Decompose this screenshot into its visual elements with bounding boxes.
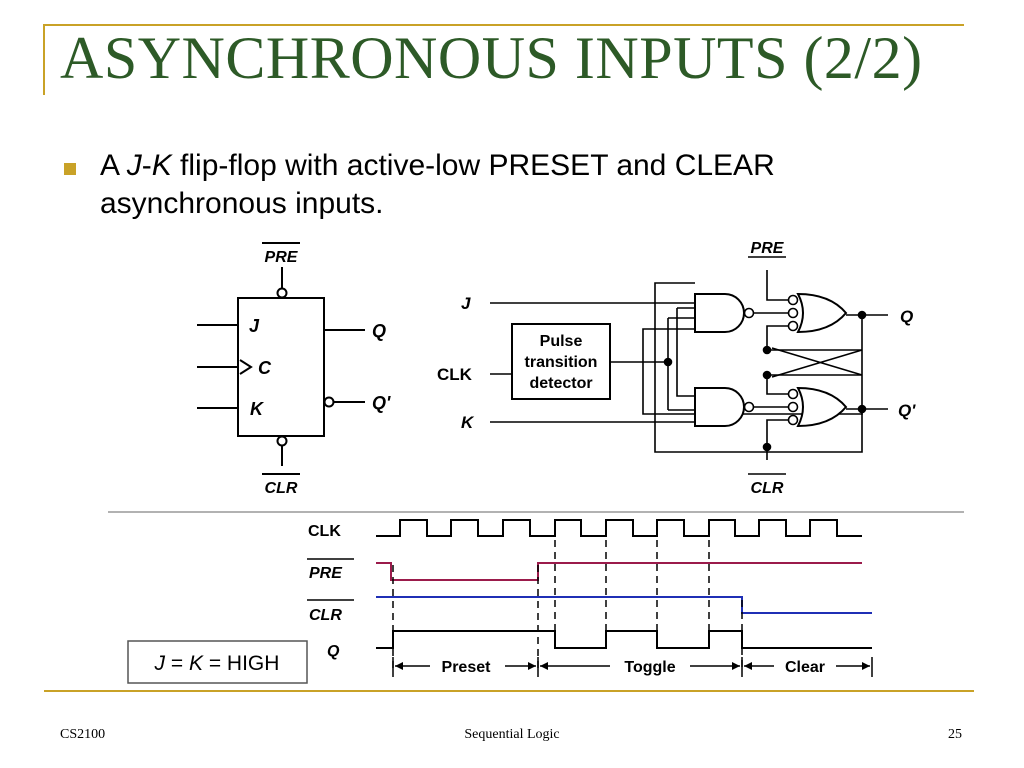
- circuit-q-label: Q: [900, 307, 913, 326]
- jk-circuit-labels: PRE CLR J CLK K Q Q' Pulse transition de…: [437, 240, 916, 497]
- toggle-interval-label: Toggle: [624, 659, 675, 676]
- timing-q-label: Q: [327, 643, 340, 660]
- pulse-line-3: detector: [529, 375, 592, 392]
- timing-guides: [392, 540, 743, 672]
- bullet-text: A J-K flip-flop with active-low PRESET a…: [100, 149, 775, 220]
- qbar-bubble: [323, 396, 335, 408]
- bottom-nand-gate: [694, 387, 745, 427]
- circuit-qbar-label: Q': [898, 401, 916, 420]
- bullet-marker: [64, 163, 76, 175]
- circuit-clr-label: CLR: [751, 480, 784, 497]
- circuit-pre-label: PRE: [751, 240, 785, 257]
- symbol-qbar-label: Q': [372, 393, 391, 413]
- timing-labels: CLK PRE CLR Q: [308, 523, 343, 660]
- preset-interval-label: Preset: [442, 659, 492, 676]
- symbol-j-label: J: [249, 316, 260, 336]
- jk-flipflop-labels: PRE CLR J C K Q Q': [249, 249, 391, 497]
- footer-topic: Sequential Logic: [464, 727, 560, 742]
- q-waveform: [376, 630, 872, 649]
- circuit-k-label: K: [461, 413, 475, 432]
- pre-bubble: [276, 287, 288, 299]
- clr-bubble: [276, 435, 288, 447]
- page-title: ASYNCHRONOUS INPUTS (2/2): [60, 25, 923, 91]
- condition-text: J = K = HIGH: [154, 652, 280, 675]
- jk-circuit: [490, 256, 888, 475]
- footer-page-number: 25: [948, 727, 962, 742]
- pulse-line-2: transition: [525, 354, 598, 371]
- qbar-feedback-wire: [654, 282, 863, 453]
- jk-flipflop-symbol: [197, 242, 365, 475]
- timing-pre-label: PRE: [309, 565, 343, 582]
- title-frame: [43, 24, 964, 95]
- symbol-pre-label: PRE: [265, 249, 299, 266]
- condition-box: [127, 640, 308, 684]
- top-nand-gate: [694, 293, 745, 333]
- clr-waveform: [376, 596, 872, 614]
- interval-markers: [392, 657, 873, 677]
- clock-triangle-icon: [239, 359, 253, 375]
- timing-clr-label: CLR: [309, 607, 342, 624]
- symbol-clr-label: CLR: [265, 480, 298, 497]
- clear-interval-label: Clear: [785, 659, 825, 676]
- bottom-latch-gate: [796, 386, 848, 428]
- circuit-j-label: J: [461, 294, 471, 313]
- footer-course: CS2100: [60, 727, 106, 742]
- q-feedback-wire: [642, 315, 863, 415]
- symbol-q-label: Q: [372, 321, 386, 341]
- clk-waveform: [376, 519, 862, 537]
- circuit-clk-label: CLK: [437, 365, 473, 384]
- pulse-line-1: Pulse: [540, 333, 583, 350]
- timing-clk-label: CLK: [308, 523, 341, 540]
- symbol-k-label: K: [250, 399, 265, 419]
- interval-arrows: [395, 662, 870, 670]
- pre-waveform: [376, 562, 862, 581]
- top-latch-gate: [796, 292, 848, 334]
- symbol-c-label: C: [258, 358, 272, 378]
